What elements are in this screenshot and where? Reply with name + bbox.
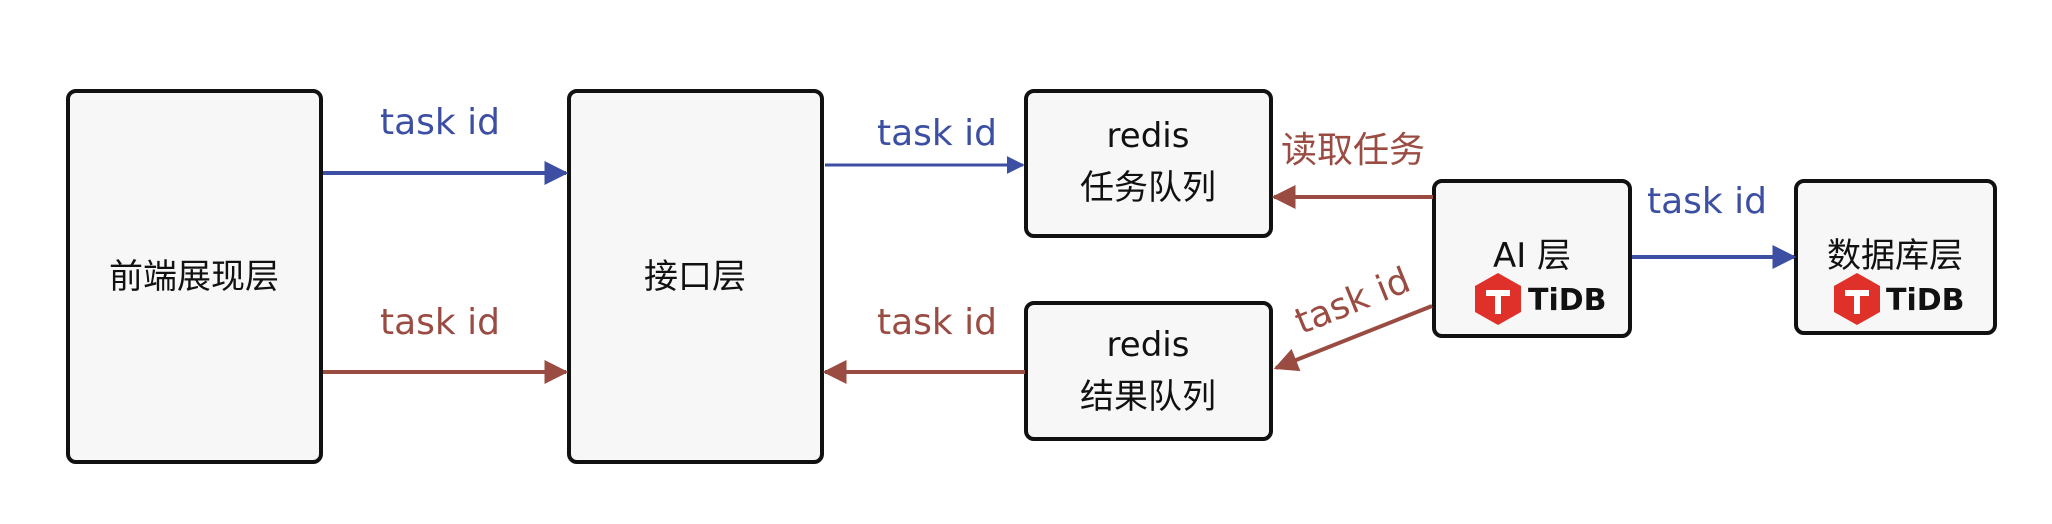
edge-ai-to-redis-result: task id [1273,260,1433,372]
edge-ai-to-redis-task: 读取任务 [1271,130,1433,209]
database-node: 数据库层 TiDB [1794,179,1997,335]
edge-label: task id [380,102,500,143]
api-node: 接口层 [567,89,824,464]
api-box [567,89,824,464]
redis-task-box [1024,89,1273,238]
database-label: 数据库层 [1827,236,1963,276]
redis-result-box [1024,301,1273,441]
tidb-logo-text: TiDB [1528,283,1607,318]
redis-task-node: redis 任务队列 [1024,89,1273,238]
edge-label: task id [1647,181,1767,222]
tidb-logo: TiDB [1475,273,1607,325]
tidb-logo: TiDB [1834,273,1965,325]
frontend-node: 前端展现层 [66,89,323,464]
redis-task-label-line2: 任务队列 [1080,168,1216,208]
edge-label: task id [380,302,500,343]
edge-ai-to-database: task id [1632,181,1797,269]
redis-result-label-line2: 结果队列 [1080,377,1216,417]
edge-redis-result-to-api: task id [822,302,1025,384]
edge-label: task id [877,113,997,154]
redis-task-label-line1: redis [1107,116,1190,156]
edge-frontend-to-api-bottom: task id [323,302,569,384]
ai-node: AI 层 TiDB [1432,179,1632,338]
edge-frontend-to-api-top: task id [323,102,569,185]
frontend-label: 前端展现层 [109,257,279,297]
ai-label: AI 层 [1493,236,1571,276]
edge-api-to-redis-task: task id [825,113,1025,174]
tidb-logo-text: TiDB [1886,283,1965,318]
redis-result-node: redis 结果队列 [1024,301,1273,441]
redis-result-label-line1: redis [1107,325,1190,365]
edge-label: 读取任务 [1281,130,1425,171]
api-label: 接口层 [644,257,746,297]
edge-label: task id [877,302,997,343]
frontend-box [66,89,323,464]
edge-line [1273,304,1433,372]
edge-label: task id [1289,260,1416,343]
